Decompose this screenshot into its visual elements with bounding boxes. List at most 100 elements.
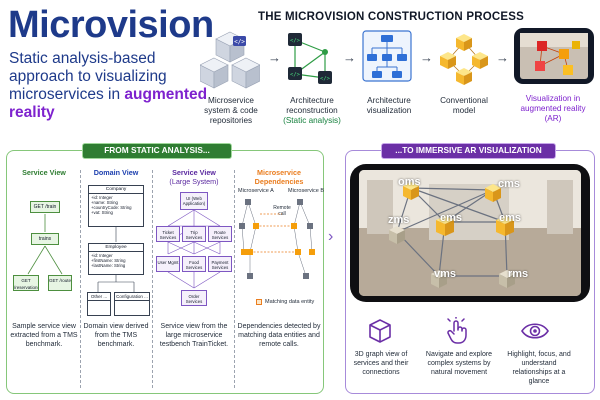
large-service-view-title: Service View (Large System) bbox=[154, 168, 234, 186]
configuration-class-title: Configuration ... bbox=[115, 294, 149, 301]
employee-field: +id: Integer bbox=[91, 253, 113, 258]
feature-highlight-description: Highlight, focus, and understand relatio… bbox=[507, 351, 571, 385]
subtitle: Static analysis-based approach to visual… bbox=[9, 50, 209, 122]
service-view-connectors bbox=[27, 214, 63, 275]
feature-3d-graph-description: 3D graph view of services and their conn… bbox=[353, 351, 409, 376]
step5-line2: augmented reality bbox=[520, 104, 586, 113]
process-arrow: → bbox=[496, 50, 509, 65]
large-service-view-description: Service view from the large microservice… bbox=[159, 323, 229, 348]
company-class-box: Company +id: Integer +name: String +coun… bbox=[88, 185, 144, 227]
ar-node-label-cms: cms bbox=[498, 178, 521, 190]
ar-node-label-ems: ems bbox=[440, 212, 463, 224]
ar-node-label-oms: oms bbox=[398, 176, 421, 188]
domain-view-title: Domain View bbox=[93, 168, 139, 177]
large-node-food: Food Services bbox=[182, 256, 206, 272]
step5-line1: Visualization in bbox=[525, 94, 581, 103]
company-field: +name: String bbox=[91, 200, 118, 205]
dependencies-title: Microservice Dependencies bbox=[254, 168, 304, 186]
domain-view-connectors bbox=[97, 227, 135, 292]
company-field: +vat: String bbox=[91, 210, 113, 215]
large-node-route: Route Services bbox=[208, 226, 232, 242]
ar-cubes bbox=[389, 182, 515, 288]
dependencies-description: Dependencies detected by matching data e… bbox=[237, 323, 321, 348]
domain-view-description: Domain view derived from the TMS benchma… bbox=[83, 323, 149, 348]
company-field: +countryCode: String bbox=[91, 205, 132, 210]
svg-text:</>: </> bbox=[234, 39, 245, 46]
large-node-user-mgmt: User Mgmt bbox=[156, 256, 180, 272]
large-node-payment: Payment Services bbox=[208, 256, 232, 272]
cube-icon bbox=[369, 319, 391, 343]
microservice-a-label: Microservice A bbox=[238, 188, 274, 194]
panel-connector-arrow: › bbox=[328, 228, 334, 245]
subtitle-highlight: augmented reality bbox=[9, 86, 208, 121]
static-analysis-badge: FROM STATIC ANALYSIS... bbox=[82, 143, 232, 159]
process-arrow: → bbox=[343, 50, 356, 65]
process-arrow: → bbox=[268, 50, 281, 65]
employee-field: +firstName: String bbox=[91, 258, 126, 263]
static-analysis-panel bbox=[6, 150, 324, 394]
architecture-diagram-icon bbox=[362, 30, 412, 82]
step1-line3: repositories bbox=[209, 116, 253, 125]
column-divider bbox=[80, 170, 81, 388]
ar-visualization-badge: ...TO IMMERSIVE AR VISUALIZATION bbox=[381, 143, 556, 159]
subtitle-text: Static analysis-based approach to visual… bbox=[9, 50, 167, 103]
large-view-title-line2: (Large System) bbox=[169, 177, 219, 186]
ar-node-label-vms: vms bbox=[434, 268, 457, 280]
service-node-get-route: GET /route bbox=[48, 275, 72, 291]
step-label-ar: Visualization in augmented reality (AR) bbox=[508, 94, 598, 124]
employee-class-box: Employee +id: Integer +firstName: String… bbox=[88, 243, 144, 275]
touch-gesture-icon bbox=[447, 317, 467, 344]
ar-node-label-ems: ems bbox=[499, 212, 522, 224]
conventional-model-icon bbox=[440, 34, 488, 85]
column-divider bbox=[234, 170, 235, 388]
ar-scene bbox=[359, 170, 581, 296]
service-view-title: Service View bbox=[22, 168, 66, 177]
svg-text:</>: </> bbox=[320, 76, 331, 82]
step3-line1: Architecture bbox=[367, 96, 411, 105]
process-arrow: → bbox=[420, 50, 433, 65]
matching-entity-legend-label: Matching data entity bbox=[265, 299, 315, 305]
step4-line2: model bbox=[452, 106, 476, 115]
step5-line3: (AR) bbox=[544, 114, 562, 123]
company-field: +id: Integer bbox=[91, 195, 113, 200]
process-title: THE MICROVISION CONSTRUCTION PROCESS bbox=[258, 11, 524, 23]
ar-screen bbox=[359, 170, 581, 296]
ar-phone-icon bbox=[514, 28, 594, 84]
step-label-repositories: Microservice system & code repositories bbox=[196, 96, 266, 126]
service-node-get-reservations: GET /reservations bbox=[13, 275, 39, 291]
other-class-box: Other ... bbox=[87, 292, 111, 316]
microservice-b-label: Microservice B bbox=[288, 188, 325, 194]
dependencies-graph bbox=[239, 199, 315, 279]
company-class-title: Company bbox=[89, 186, 143, 194]
step4-line1: Conventional bbox=[440, 96, 488, 105]
ar-node-label-rms: rms bbox=[508, 268, 529, 280]
step1-line2: system & code bbox=[204, 106, 258, 115]
large-view-title-line1: Service View bbox=[172, 168, 216, 177]
app-title: Microvision bbox=[8, 4, 214, 46]
step-label-visualization: Architecture visualization bbox=[356, 96, 422, 116]
step2-line3: (Static analysis) bbox=[283, 116, 341, 125]
service-node-get-train: GET /train bbox=[30, 201, 60, 213]
large-node-ticket: Ticket Services bbox=[156, 226, 180, 242]
large-node-ui: UI (Web Application) bbox=[180, 192, 208, 210]
repository-cubes-icon: </> bbox=[200, 31, 260, 89]
matching-entity-legend-swatch bbox=[256, 299, 262, 305]
reconstruction-graph-icon: </> </> </> bbox=[288, 33, 332, 84]
ar-node-label-zms: zms bbox=[388, 214, 410, 226]
svg-text:</>: </> bbox=[290, 72, 301, 78]
service-node-trains: trains bbox=[31, 233, 59, 245]
feature-navigate-description: Navigate and explore complex systems by … bbox=[425, 351, 493, 376]
step3-line2: visualization bbox=[366, 106, 412, 115]
step-label-conventional: Conventional model bbox=[432, 96, 496, 116]
large-node-trip: Trip Services bbox=[182, 226, 206, 242]
step2-line2: reconstruction bbox=[286, 106, 338, 115]
column-divider bbox=[152, 170, 153, 388]
step1-line1: Microservice bbox=[208, 96, 254, 105]
configuration-class-box: Configuration ... bbox=[114, 292, 150, 316]
svg-text:</>: </> bbox=[290, 38, 301, 44]
step2-line1: Architecture bbox=[290, 96, 334, 105]
other-class-title: Other ... bbox=[88, 293, 110, 301]
employee-class-title: Employee bbox=[89, 244, 143, 252]
step-label-reconstruction: Architecture reconstruction (Static anal… bbox=[272, 96, 352, 126]
eye-icon bbox=[521, 323, 549, 339]
